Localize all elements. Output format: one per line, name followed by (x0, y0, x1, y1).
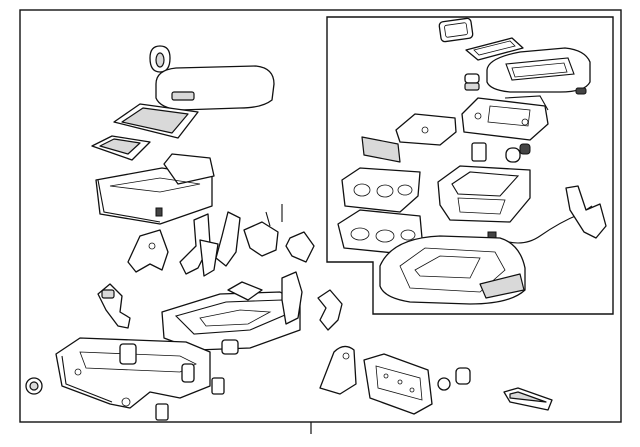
mat-lower-icon[interactable] (91, 135, 151, 161)
outer-frame (19, 9, 622, 423)
mat-upper-icon[interactable] (113, 103, 199, 139)
inset-frame-cover-icon[interactable] (465, 37, 524, 61)
armrest-lid-icon[interactable] (155, 65, 275, 111)
inset-tray-icon[interactable] (437, 165, 531, 223)
inset-strip-icon[interactable] (361, 136, 401, 163)
bracket-left-icon[interactable] (127, 229, 169, 273)
inset-lid-icon[interactable] (486, 47, 591, 95)
inset-cupholder-upper-icon[interactable] (341, 167, 421, 213)
latch-icon[interactable] (97, 283, 131, 329)
inset-cupholder-lower-icon[interactable] (337, 209, 423, 255)
hinge-icon[interactable] (317, 289, 343, 331)
connector-pair-icon[interactable] (437, 367, 471, 391)
inset-frame (326, 16, 614, 315)
inset-base-icon[interactable] (379, 235, 526, 305)
inset-gasket-icon[interactable] (438, 17, 474, 43)
bracket-mid-icon[interactable] (179, 211, 241, 277)
frame-assembly-icon[interactable] (161, 271, 303, 355)
trim-strip-icon[interactable] (503, 387, 553, 411)
base-housing-icon[interactable] (55, 337, 211, 409)
cover-plate-icon[interactable] (319, 345, 357, 395)
small-clip-icon[interactable] (155, 377, 225, 421)
inset-switch-icon[interactable] (471, 142, 531, 163)
plug-left-icon[interactable] (25, 377, 43, 395)
inset-plate-icon[interactable] (461, 95, 549, 141)
inset-pad-icon[interactable] (395, 113, 457, 146)
grommet-top-icon[interactable] (149, 45, 171, 73)
bracket-right-icon[interactable] (243, 204, 315, 263)
inset-latch-icon[interactable] (464, 73, 480, 91)
module-panel-icon[interactable] (363, 353, 433, 415)
storage-bin-icon[interactable] (95, 153, 215, 225)
